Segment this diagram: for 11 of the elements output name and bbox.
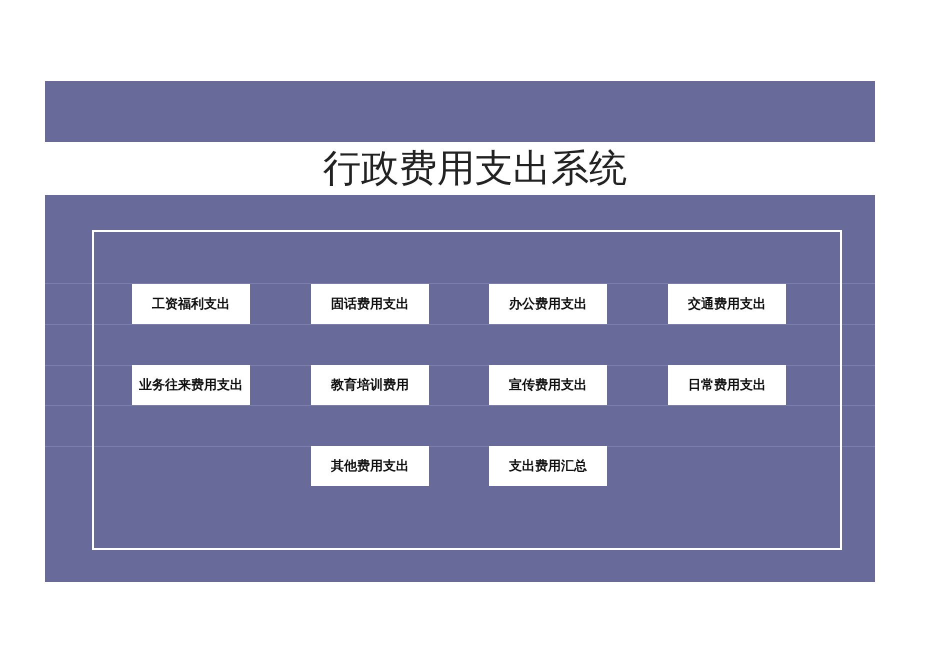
menu-button: 固话费用支出 [311, 284, 429, 324]
menu-button: 教育培训费用 [311, 365, 429, 405]
menu-button: 支出费用汇总 [489, 446, 607, 486]
menu-button: 业务往来费用支出 [132, 365, 250, 405]
title: 行政费用支出系统 [323, 145, 627, 192]
menu-button: 其他费用支出 [311, 446, 429, 486]
menu-button: 交通费用支出 [668, 284, 786, 324]
menu-button: 日常费用支出 [668, 365, 786, 405]
menu-button: 工资福利支出 [132, 284, 250, 324]
menu-button: 宣传费用支出 [489, 365, 607, 405]
menu-button: 办公费用支出 [489, 284, 607, 324]
